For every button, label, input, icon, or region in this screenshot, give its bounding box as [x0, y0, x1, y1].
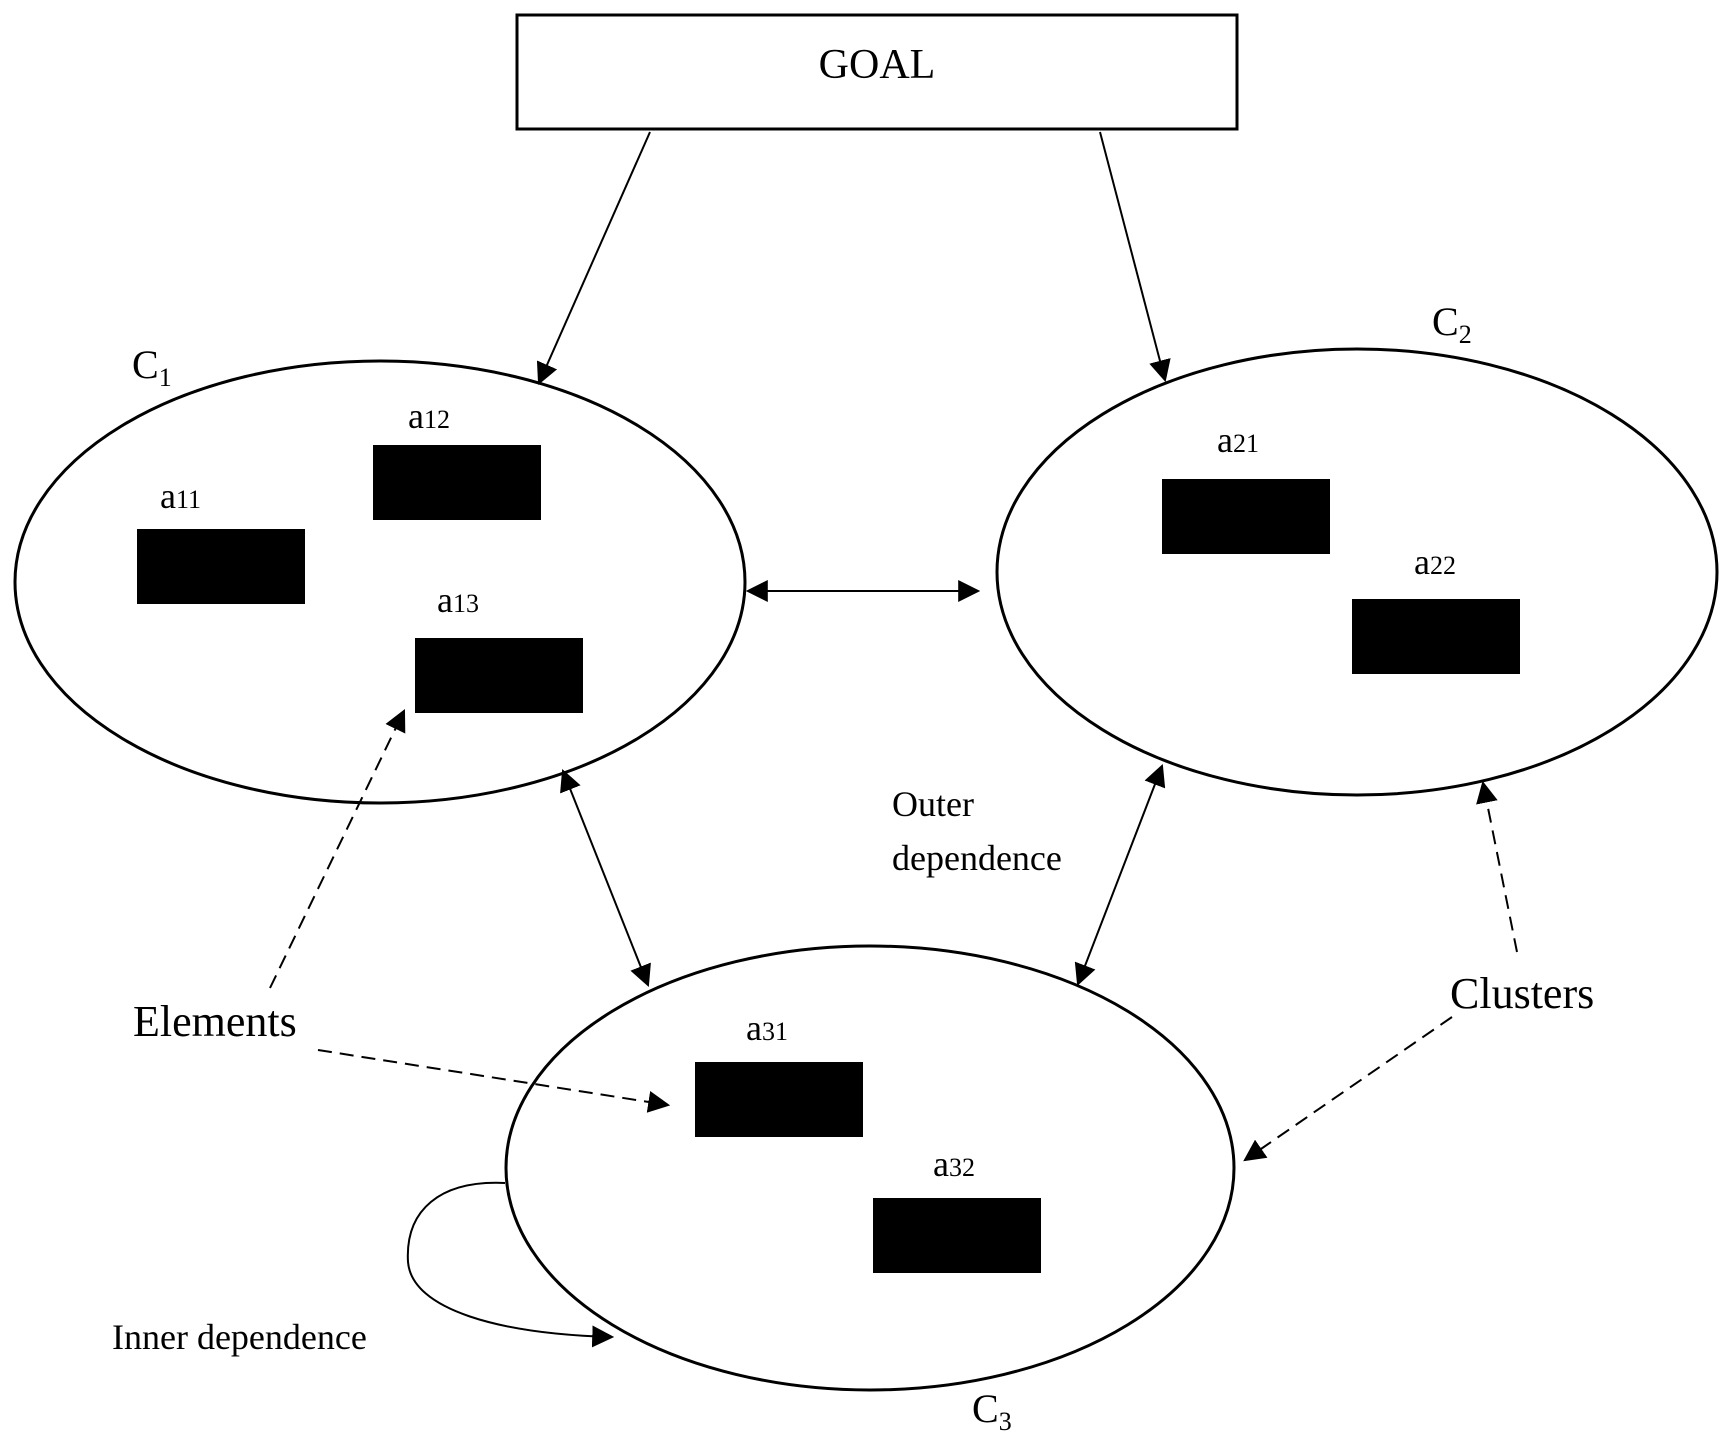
goal-box	[515, 13, 1239, 131]
element-box-a31	[695, 1062, 863, 1137]
cluster-c1	[13, 359, 747, 805]
outer-dependence-label-line2: dependence	[892, 838, 1062, 878]
goal-label: GOAL	[819, 42, 936, 88]
elements-callout-label: Elements	[133, 997, 297, 1046]
inner-dependence-label: Inner dependence	[112, 1317, 367, 1357]
arrow-goal-to-c1	[536, 131, 651, 386]
callout-clusters-to-c3	[1243, 1016, 1453, 1162]
element-box-a22	[1352, 599, 1520, 674]
arrow-c1-c3	[560, 768, 651, 988]
element-box-a11	[137, 529, 305, 604]
element-box-a21	[1162, 479, 1330, 554]
element-label-a22: a22	[1414, 542, 1456, 582]
cluster-label-c3: C3	[972, 1386, 1012, 1436]
clusters-callout-label: Clusters	[1450, 969, 1594, 1018]
outer-dependence-label-line1: Outer	[892, 784, 974, 824]
cluster-label-c2: C2	[1432, 299, 1472, 349]
element-label-a32: a32	[933, 1144, 975, 1184]
inner-dependence-loop	[406, 1181, 615, 1348]
callout-elements-to-a31	[317, 1049, 671, 1113]
cluster-label-c1: C1	[132, 342, 172, 392]
element-label-a13: a13	[437, 580, 479, 620]
element-label-a11: a11	[160, 476, 201, 516]
arrow-goal-to-c2	[1099, 131, 1171, 383]
element-box-a12	[373, 445, 541, 520]
element-label-a31: a31	[746, 1008, 788, 1048]
element-label-a21: a21	[1217, 420, 1259, 460]
arrow-c2-c3	[1074, 763, 1166, 987]
element-label-a12: a12	[408, 396, 450, 436]
callout-elements-to-a13	[269, 709, 406, 989]
element-box-a32	[873, 1198, 1041, 1273]
element-box-a13	[415, 638, 583, 713]
cluster-c3	[504, 944, 1236, 1392]
cluster-c2	[995, 347, 1719, 797]
callout-clusters-to-c2	[1476, 780, 1518, 953]
